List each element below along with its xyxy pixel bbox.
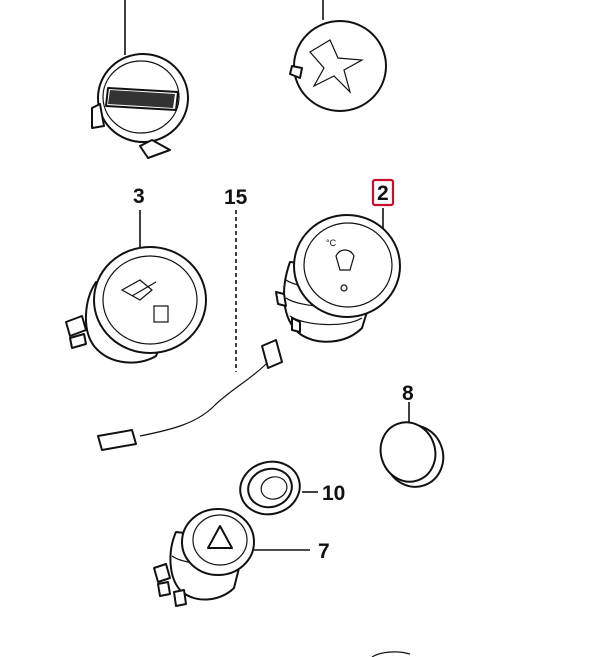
plug-cap-part [379, 402, 445, 488]
callout-7: 7 [318, 540, 330, 563]
wire-harness-part [97, 210, 283, 451]
callout-3: 3 [133, 185, 145, 208]
fuel-gauge-part [65, 210, 207, 364]
callout-8: 8 [402, 382, 414, 405]
callout-15: 15 [224, 186, 248, 209]
hazard-switch-part [153, 508, 310, 607]
temperature-gauge-part: °C [275, 208, 401, 343]
svg-text:°C: °C [326, 238, 337, 248]
callout-10: 10 [322, 482, 345, 505]
callout-2-highlight [371, 178, 395, 207]
ring-part [239, 460, 318, 516]
cap-with-star-part [289, 0, 387, 112]
callout-2: 2 [377, 182, 389, 205]
cap-with-window-part [91, 0, 189, 159]
partial-part-edge [371, 651, 411, 657]
